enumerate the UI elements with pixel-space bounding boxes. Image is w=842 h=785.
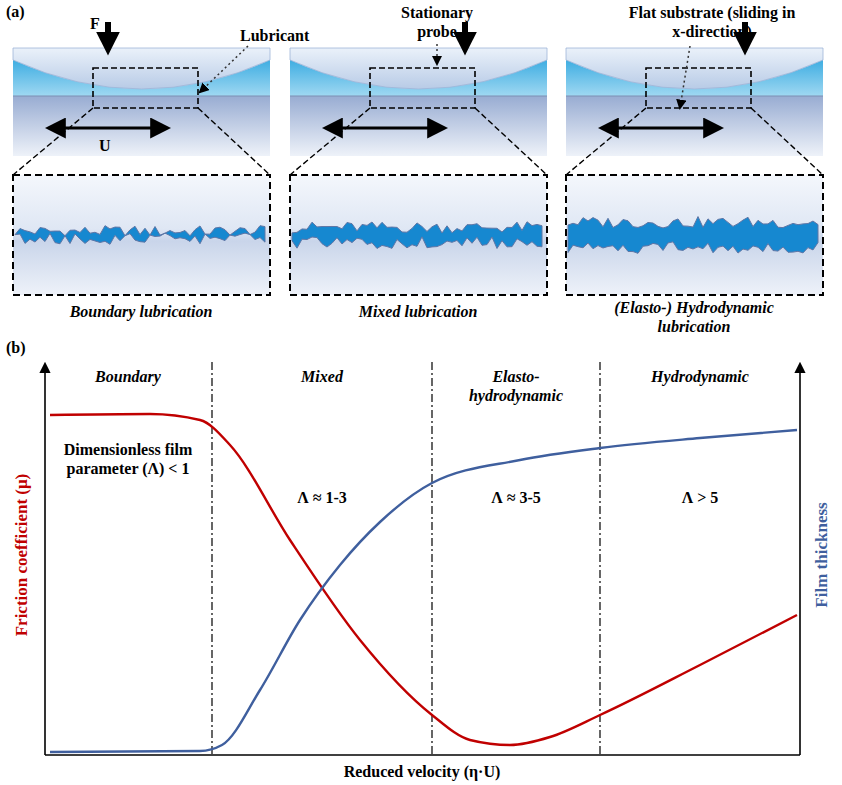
lubrication-panel [290,22,547,295]
regime-divider [211,362,212,755]
lubrication-panel [566,22,823,295]
regime-name: Elasto- hydrodynamic [461,367,571,405]
leader-line [680,46,690,108]
film-parameter-value: Λ > 5 [640,488,760,507]
film-thickness-curve [50,430,797,752]
axis-title: Film thickness [812,502,832,607]
regime-divider [431,362,432,755]
leader-label: Stationary probe [389,3,485,41]
leader-label: Lubricant [240,26,309,45]
regime-name: Hydrodynamic [610,367,790,386]
regime-name: Mixed [247,367,397,386]
axis-title: Reduced velocity (η·U) [272,762,572,781]
y-axis [44,364,46,755]
x-axis [45,754,800,756]
force-label: F [90,14,100,33]
regime-name: Boundary [53,367,203,386]
panel-caption: (Elasto-) Hydrodynamic lubrication [589,298,799,336]
panel-letter: (b) [6,338,26,357]
regime-divider [599,362,600,755]
lubrication-panel [13,22,270,295]
leader-label: Flat substrate (sliding in x-direction) [623,3,801,41]
friction-curve [50,414,797,745]
leader-line [436,44,438,64]
film-parameter-note: Dimensionless film parameter (Λ) < 1 [58,440,198,478]
panel-letter: (a) [6,2,25,21]
axis-title: Friction coefficient (μ) [12,474,32,637]
panel-caption: Mixed lubrication [293,302,543,321]
panel-caption: Boundary lubrication [16,302,266,321]
velocity-label: U [99,136,111,155]
film-parameter-value: Λ ≈ 1-3 [262,488,382,507]
film-parameter-value: Λ ≈ 3-5 [456,488,576,507]
y-axis-right [799,364,801,755]
leader-line [200,46,248,92]
